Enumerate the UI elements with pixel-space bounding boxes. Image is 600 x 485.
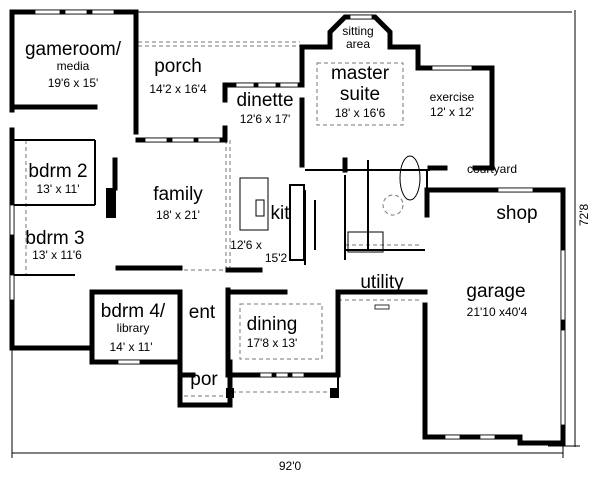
room-bdrm3: bdrm 3 13' x 11'6 <box>25 228 84 262</box>
room-size: 14'2 x 16'4 <box>149 82 207 96</box>
room-dining: dining 17'8 x 13' <box>247 314 298 350</box>
room-name: media <box>57 59 90 73</box>
room-size: 12' x 12' <box>430 105 474 119</box>
room-entry: ent <box>189 302 216 323</box>
dimension-lines <box>11 10 580 458</box>
room-name: gameroom/ <box>25 39 122 60</box>
room-name: garage <box>466 281 525 302</box>
room-name: bdrm 3 <box>25 228 84 249</box>
room-name: area <box>346 37 370 51</box>
room-size: 17'8 x 13' <box>247 336 298 350</box>
room-porch: porch 14'2 x 16'4 <box>149 56 207 96</box>
room-size: 13' x 11' <box>36 182 79 196</box>
room-name: exercise <box>430 90 475 104</box>
room-name: bdrm 4/ <box>101 301 166 322</box>
overall-width: 92'0 <box>279 459 302 473</box>
room-size: 19'6 x 15' <box>48 76 99 90</box>
room-name: sitting <box>342 24 373 38</box>
room-porch-front: por <box>190 369 218 390</box>
room-name: kit <box>271 203 291 224</box>
room-dinette: dinette 12'6 x 17' <box>236 90 293 126</box>
room-family: family 18' x 21' <box>153 184 203 222</box>
room-name: bdrm 2 <box>28 161 87 182</box>
room-courtyard: courtyard <box>467 162 517 176</box>
room-name: family <box>153 184 203 205</box>
room-size: 18' x 16'6 <box>335 106 386 120</box>
room-name: porch <box>154 56 202 77</box>
room-size: 12'6 x <box>230 238 262 252</box>
overall-depth: 72'8 <box>577 204 591 227</box>
room-master-suite: master suite 18' x 16'6 <box>331 63 390 120</box>
room-utility: utility <box>360 272 404 293</box>
room-size: 21'10 x40'4 <box>467 305 528 319</box>
room-bdrm2: bdrm 2 13' x 11' <box>28 161 87 196</box>
room-gameroom: gameroom/ media 19'6 x 15' <box>25 39 122 90</box>
room-name: dinette <box>236 90 293 111</box>
room-shop: shop <box>496 203 537 224</box>
room-size: 12'6 x 17' <box>240 112 291 126</box>
room-size: 13' x 11'6 <box>32 248 82 262</box>
room-size: 18' x 21' <box>156 208 200 222</box>
room-bdrm4-library: bdrm 4/ library 14' x 11' <box>101 301 166 354</box>
room-size: 14' x 11' <box>109 340 152 354</box>
room-kitchen: kit 12'6 x 15'2 <box>230 203 290 265</box>
room-name: master <box>331 63 390 84</box>
room-name: library <box>117 321 150 335</box>
room-garage: garage 21'10 x40'4 <box>466 281 527 319</box>
room-sitting-area: sitting area <box>342 24 373 51</box>
windows <box>9 9 566 440</box>
room-size: 15'2 <box>265 251 288 265</box>
room-exercise: exercise 12' x 12' <box>430 90 475 119</box>
room-name: dining <box>247 314 298 335</box>
room-name: suite <box>340 84 380 105</box>
